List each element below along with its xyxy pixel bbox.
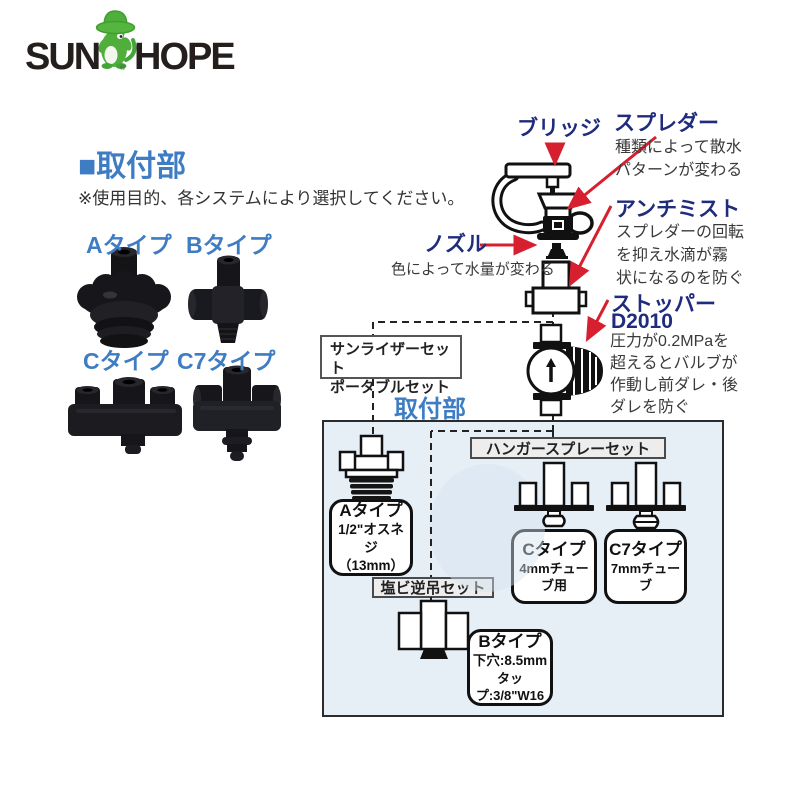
spreader-desc-line1: 種類によって散水 — [615, 139, 742, 156]
stopper-desc: 圧力が0.2MPaを 超えるとバルブが 作動し前ダレ・後 ダレを防ぐ — [610, 331, 738, 419]
stopper-desc-line4: ダレを防ぐ — [610, 399, 691, 416]
mount-section-label: 取付部 — [394, 396, 466, 423]
stopper-desc-line2: 超えるとバルブが — [610, 355, 738, 372]
sprinkler-head-drawing — [491, 162, 594, 240]
a-spec-line1: Aタイプ — [339, 501, 403, 520]
mascot-icon: ® — [95, 10, 137, 72]
antimist-desc: スプレダーの回転 を抑え水滴が霧 状になるのを防ぐ — [616, 221, 744, 290]
c-type-spec-box: Cタイプ 4mmチューブ用 — [511, 529, 597, 604]
b-type-photo — [188, 255, 268, 343]
nozzle-label: ノズル — [424, 233, 487, 256]
c-spec-line2: 4mmチューブ用 — [519, 561, 589, 593]
sunriser-set-line1: サンライザーセット — [330, 341, 451, 378]
antimist-label: アンチミスト — [615, 198, 741, 221]
c7-spec-line1: C7タイプ — [609, 540, 682, 559]
c7-type-spec-box: C7タイプ 7mmチューブ — [604, 529, 687, 604]
b-spec-line2: 下穴:8.5mm — [472, 653, 548, 668]
antimist-desc-line1: スプレダーの回転 — [616, 224, 745, 241]
nozzle-desc: 色によって水量が変わる — [391, 261, 555, 278]
logo-text-hope: HOPE — [134, 36, 236, 78]
stopper-model: D2010 — [611, 310, 673, 333]
a-type-spec-box: Aタイプ 1/2"オスネジ （13mm） — [329, 499, 413, 576]
pvc-hang-set-label: 塩ビ逆吊セット — [372, 577, 494, 598]
b-spec-line1: Bタイプ — [478, 632, 542, 651]
section-title: ■取付部 — [78, 150, 187, 183]
section-note: ※使用目的、各システムにより選択してください。 — [78, 189, 465, 208]
c7-type-label: C7タイプ — [177, 348, 276, 374]
a-type-label: Aタイプ — [86, 232, 172, 258]
b-type-label: Bタイプ — [186, 232, 272, 258]
b-type-spec-box: Bタイプ 下穴:8.5mm タップ:3/8"W16 — [467, 629, 553, 706]
c7-type-photo — [193, 365, 281, 461]
nozzle-drawing — [546, 243, 568, 259]
spreader-desc-line2: パターンが変わる — [615, 162, 743, 179]
hanger-spray-set-label: ハンガースプレーセット — [470, 437, 666, 459]
c-type-label: Cタイプ — [83, 348, 169, 374]
stopper-label: ストッパー — [611, 293, 716, 316]
stopper-desc-line3: 作動し前ダレ・後 — [610, 377, 739, 394]
logo-text-sun: SUN — [25, 36, 101, 78]
c7-spec-line2: 7mmチューブ — [610, 561, 681, 593]
stopper-arrow — [585, 299, 610, 342]
stopper-drawing — [526, 323, 603, 417]
registered-mark: ® — [120, 64, 126, 72]
stopper-desc-line1: 圧力が0.2MPaを — [610, 333, 730, 350]
antimist-arrow — [568, 205, 613, 287]
a-type-photo — [77, 247, 171, 348]
c-type-photo — [68, 377, 182, 454]
antimist-desc-line3: 状になるのを防ぐ — [616, 270, 745, 287]
b-spec-line3: タップ:3/8"W16 — [475, 671, 545, 703]
antimist-desc-line2: を抑え水滴が霧 — [616, 247, 729, 264]
sunriser-set-box: サンライザーセット ポータブルセット — [320, 335, 462, 396]
bridge-label: ブリッジ — [517, 117, 601, 140]
c-spec-line1: Cタイプ — [522, 540, 586, 559]
a-spec-line2: 1/2"オスネジ — [338, 522, 404, 555]
spreader-label: スプレダー — [614, 112, 719, 135]
a-spec-line3: （13mm） — [337, 558, 405, 573]
spreader-desc: 種類によって散水 パターンが変わる — [615, 136, 742, 182]
sunriser-set-line2: ポータブルセット — [330, 379, 451, 397]
